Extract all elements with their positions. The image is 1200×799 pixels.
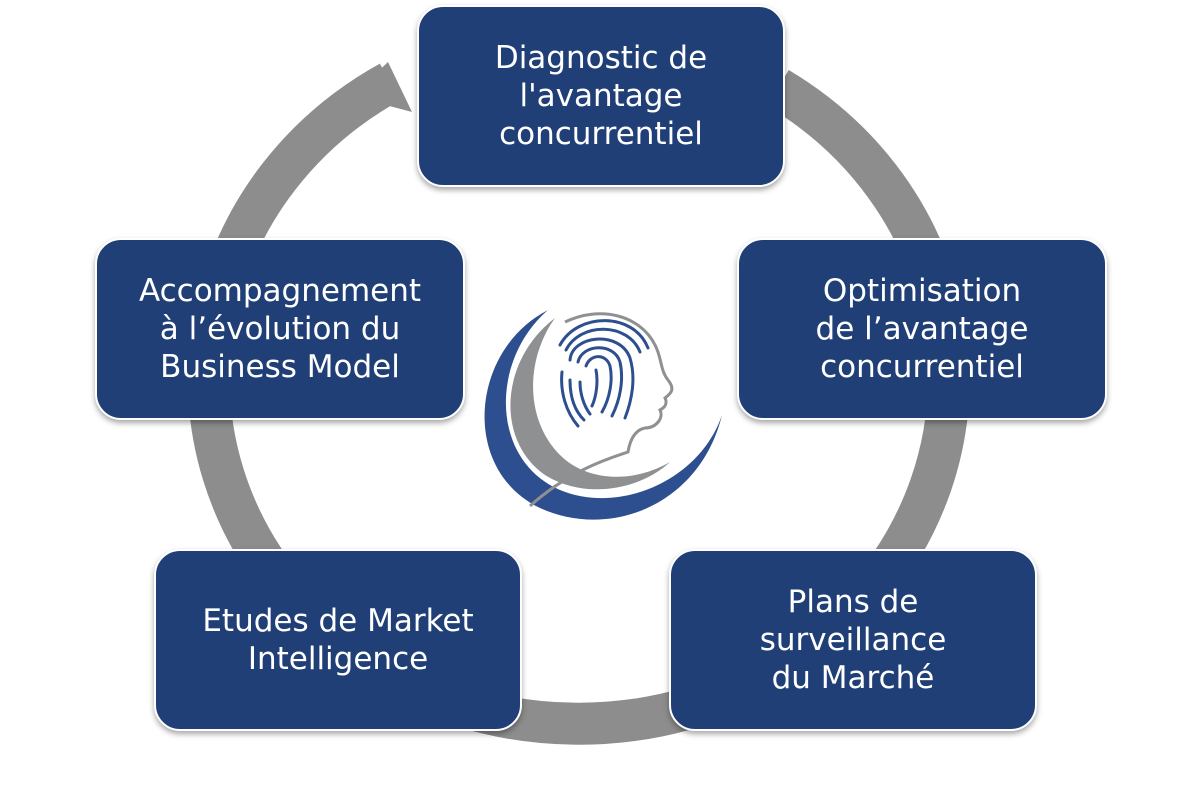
node-line: Accompagnement	[138, 273, 422, 309]
node-line: concurrentiel	[499, 116, 703, 152]
node-diagnostic: Diagnostic de l'avantage concurrentiel	[417, 5, 785, 187]
node-line: de l’avantage	[815, 311, 1029, 347]
node-line: l'avantage	[519, 78, 683, 114]
logo-head-profile-icon	[528, 312, 674, 508]
node-line: Etudes de Market	[202, 603, 474, 639]
node-accompagnement: Accompagnement à l’évolution du Business…	[95, 238, 465, 420]
node-line: du Marché	[771, 660, 935, 696]
node-etudes: Etudes de Market Intelligence	[154, 549, 522, 731]
fingerprint-head-logo	[484, 310, 722, 520]
fingerprint-icon	[558, 319, 650, 428]
node-line: Optimisation	[822, 273, 1022, 309]
node-line: concurrentiel	[820, 349, 1024, 385]
node-line: Business Model	[160, 349, 400, 385]
node-line: Intelligence	[247, 641, 429, 677]
node-line: Diagnostic de	[494, 40, 708, 76]
node-plans: Plans de surveillance du Marché	[669, 549, 1037, 731]
logo-gray-crescent-icon	[510, 318, 670, 490]
node-line: surveillance	[759, 622, 947, 658]
node-optimisation: Optimisation de l’avantage concurrentiel	[737, 238, 1107, 420]
cycle-arrow-head	[352, 62, 412, 112]
node-line: Plans de	[787, 584, 919, 620]
node-line: à l’évolution du	[159, 311, 401, 347]
